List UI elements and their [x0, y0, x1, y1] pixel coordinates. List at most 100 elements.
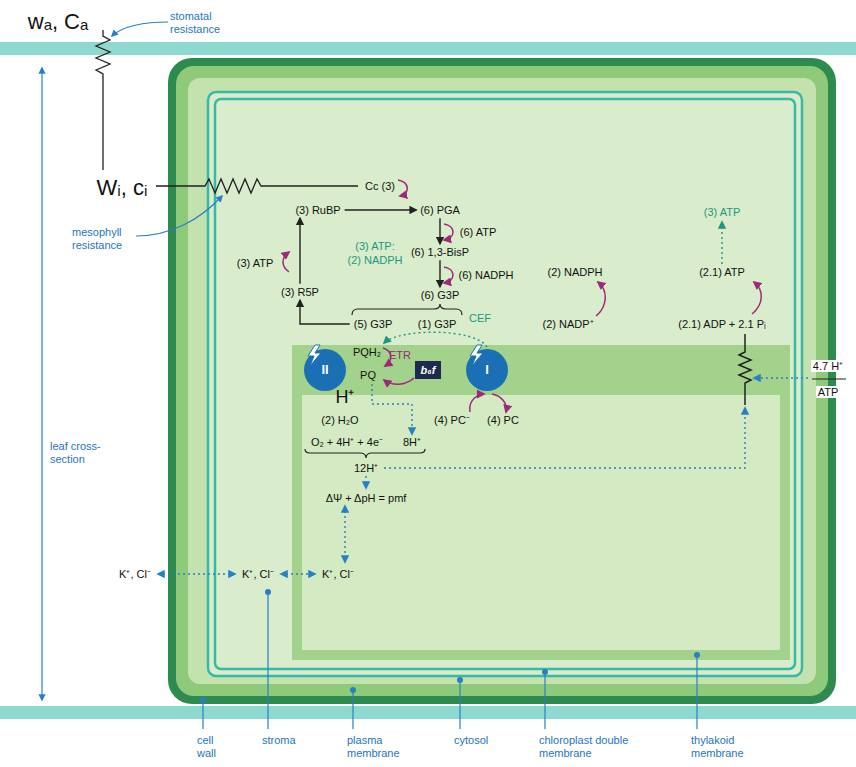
- ratio-label: ATP: [816, 386, 841, 399]
- light-bolt: [470, 345, 483, 366]
- cycle-arrow: [345, 209, 417, 210]
- node-text: (6) PGA: [420, 204, 460, 216]
- metabolite: (5) G3P: [352, 317, 395, 332]
- proton-label: H⁺: [336, 387, 355, 408]
- flux-arrow: [384, 408, 745, 468]
- photosystem-circle: I: [465, 348, 509, 392]
- part-label: stroma: [262, 734, 296, 747]
- reaction-arrow: [444, 224, 453, 240]
- cycle-arrow: [439, 260, 440, 286]
- cofactor-label: (2) NADP⁺: [542, 318, 593, 331]
- chloroplast: [208, 92, 802, 676]
- metabolite: (6) G3P: [419, 288, 462, 303]
- callout-pointer: [696, 655, 697, 729]
- callout-dot: [200, 589, 700, 703]
- proton-label: 8H⁺: [403, 436, 421, 449]
- part-label: chloroplast double membrane: [539, 734, 639, 759]
- flux-arrow: [372, 384, 412, 434]
- carrier-label: PQH₂: [353, 346, 381, 359]
- node-text: (3) R5P: [281, 286, 319, 298]
- mesophyll-resistor: [156, 179, 358, 193]
- bracket: [352, 304, 462, 315]
- chloroplast: [208, 92, 802, 676]
- epidermis-band: [0, 42, 856, 719]
- metabolite: (3) RuBP: [293, 203, 342, 218]
- node-text: II: [321, 363, 328, 378]
- reaction-arrow: [492, 394, 506, 412]
- node-text: (3) RuBP: [295, 204, 340, 216]
- reaction-arrow: [444, 267, 453, 283]
- reaction-arrow: [752, 282, 761, 314]
- proton-label: 12H⁺: [354, 462, 378, 475]
- metabolite: (6) PGA: [418, 203, 462, 218]
- reaction-arrow: [384, 378, 414, 384]
- callout-pointer: [112, 22, 168, 36]
- flow-label: CEF: [469, 312, 491, 325]
- flux-arrow: [158, 222, 808, 574]
- stomatal-resistor: [96, 30, 110, 170]
- fraction-bar: [812, 379, 846, 380]
- cofactor-label: (6) NADPH: [458, 269, 513, 282]
- ratio-label: (2) NADPH: [347, 254, 402, 267]
- node-text: b₆f: [421, 364, 436, 376]
- metabolite: (6) 1,3-BisP: [409, 245, 471, 260]
- flux-arrow: [281, 573, 315, 574]
- flux-arrow: [158, 573, 235, 574]
- ratio-label: 4.7 H⁺: [811, 360, 845, 373]
- callout-dot: [265, 589, 271, 595]
- flux-arrow: [384, 332, 487, 347]
- part-label: plasma membrane: [347, 734, 409, 759]
- callout-dot: [694, 652, 700, 658]
- part-label: thylakoid membrane: [691, 734, 751, 759]
- part-label: cytosol: [454, 734, 488, 747]
- ion-label: K⁺, Cl⁻: [242, 568, 274, 581]
- chloroplast: [215, 99, 795, 669]
- callout-label: mesophyll resistance: [72, 226, 134, 251]
- cycle-arrow: [300, 300, 350, 324]
- metabolite: (3) R5P: [279, 285, 321, 300]
- callout-dot: [457, 677, 463, 683]
- node-text: (6) 1,3-BisP: [411, 246, 469, 258]
- callout-pointer: [136, 196, 222, 236]
- bracket: [305, 304, 462, 458]
- node-text: (5) G3P: [354, 318, 393, 330]
- cofactor-label: (2.1) ADP + 2.1 Pᵢ: [678, 318, 765, 331]
- callout-label: leaf cross-section: [50, 440, 125, 465]
- symbol-label: Wᵢ, cᵢ: [97, 175, 148, 200]
- node-text: (1) G3P: [418, 318, 457, 330]
- cell: [176, 66, 828, 696]
- atp-synthase-resistor: [739, 334, 751, 405]
- equation-label: ΔΨ + ΔpH = pmf: [326, 492, 407, 505]
- node-text: (6) G3P: [421, 289, 460, 301]
- flux-arrow: [721, 222, 722, 264]
- callout-pointer: [352, 690, 353, 729]
- flux-arrow: [365, 476, 366, 488]
- callout-pointer: [202, 700, 203, 729]
- callout-pointer: [544, 672, 545, 729]
- symbol-label: wₐ, Cₐ: [28, 9, 88, 34]
- cytochrome-box: b₆f: [415, 361, 442, 380]
- flux-arrow: [754, 377, 808, 378]
- epidermis-band: [0, 42, 856, 55]
- carrier-label: PQ: [360, 369, 376, 382]
- ion-label: K⁺, Cl⁻: [119, 568, 151, 581]
- epidermis-band: [0, 706, 856, 719]
- bracket: [305, 449, 425, 458]
- callout-dot: [350, 687, 356, 693]
- callout-pointer: [42, 22, 697, 729]
- metabolite-label: Cc (3): [365, 180, 395, 193]
- reaction-arrow: [398, 180, 407, 196]
- cofactor-label: (3) ATP: [704, 206, 740, 219]
- callout-pointer: [267, 592, 268, 729]
- reaction-arrow: [470, 394, 484, 412]
- thylakoid: [302, 395, 780, 650]
- metabolite: (1) G3P: [416, 317, 459, 332]
- part-label: cell wall: [197, 734, 227, 759]
- node-text: I: [485, 363, 489, 378]
- callout-pointer: [41, 68, 42, 700]
- reaction-label: (2) H₂O: [321, 414, 358, 427]
